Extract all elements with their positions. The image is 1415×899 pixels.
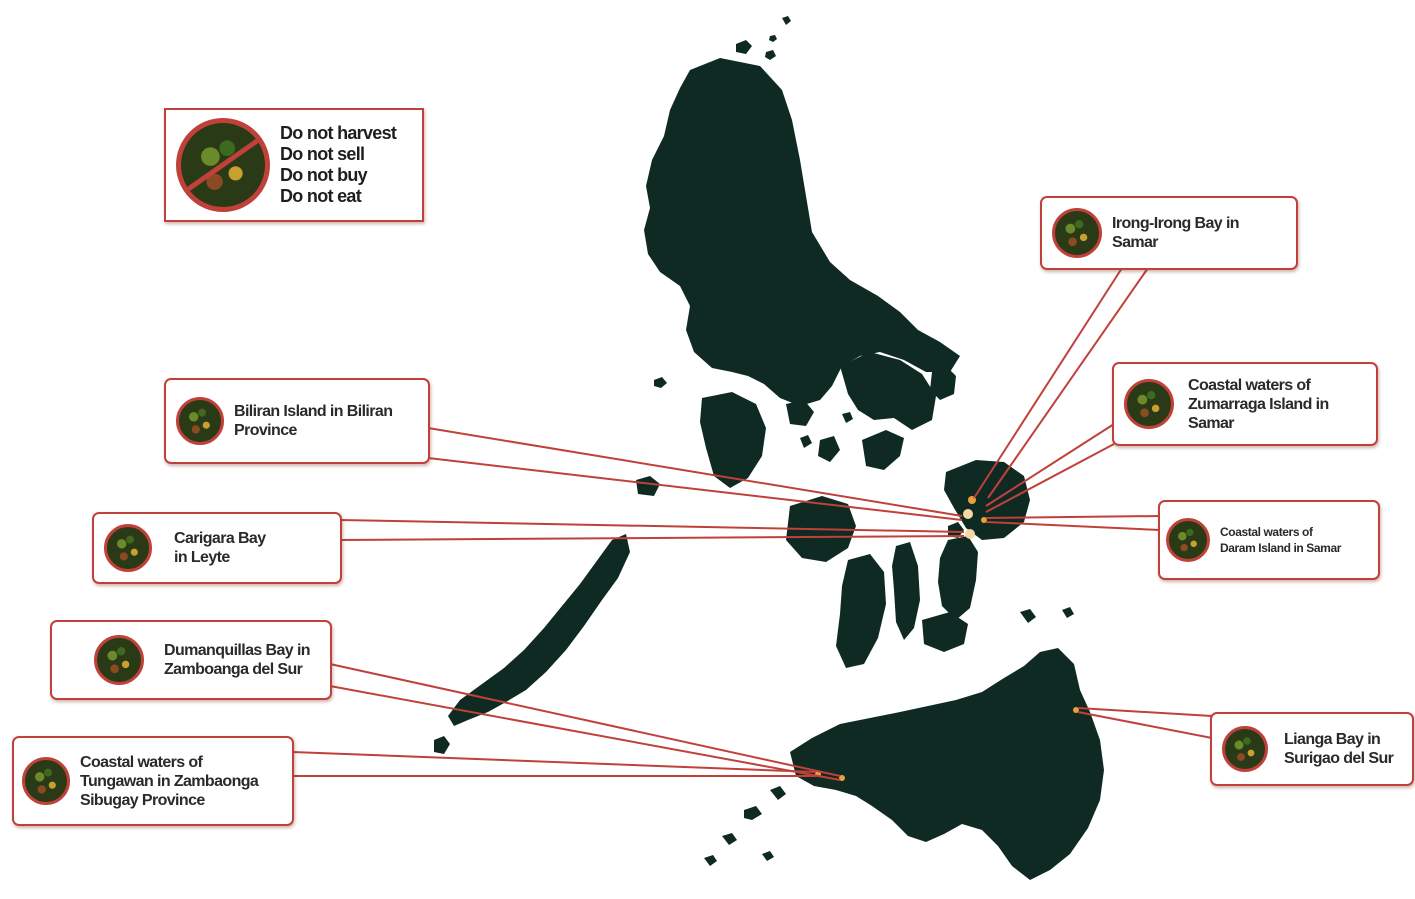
samar-island — [944, 460, 1030, 540]
small-island — [842, 412, 853, 423]
legend-line: Do not buy — [280, 165, 368, 185]
catanduanes-island — [930, 366, 956, 400]
cebu-island — [892, 542, 920, 640]
callout-label: Irong-Irong Bay in Samar — [1112, 215, 1240, 251]
shellfish-badge-icon — [94, 635, 144, 685]
bohol-island — [922, 612, 968, 652]
pointer-line-biliran-a — [427, 427, 963, 517]
small-island — [1020, 609, 1036, 623]
callout-dumanquillas-bay: Dumanquillas Bay in Zamboanga del Sur — [50, 620, 332, 700]
masbate-island — [862, 430, 904, 470]
romblon-island — [818, 436, 840, 462]
callout-zumarraga-island: Coastal waters of Zumarraga Island in Sa… — [1112, 362, 1378, 446]
pointer-line-lianga-a — [1077, 707, 1213, 717]
callout-carigara-bay: Carigara Bay in Leyte — [92, 512, 342, 584]
sulu-island — [722, 833, 737, 845]
legend-line: Do not eat — [280, 186, 362, 206]
babuyan-island — [769, 35, 777, 42]
batanes-island — [782, 16, 791, 25]
callout-lianga-bay: Lianga Bay in Surigao del Sur — [1210, 712, 1414, 786]
negros-island — [836, 554, 886, 668]
pointer-line-irong-a — [973, 267, 1123, 499]
babuyan-island — [736, 40, 752, 54]
callout-label: Lianga Bay in Surigao del Sur — [1284, 731, 1394, 767]
hotspot-dumanquillas — [839, 775, 845, 781]
pointer-line-carigara-b — [339, 535, 965, 541]
hotspot-lianga — [1073, 707, 1079, 713]
pointer-line-zumarraga-a — [985, 423, 1115, 507]
callout-daram-island: Coastal waters of Daram Island in Samar — [1158, 500, 1380, 580]
shellfish-badge-icon — [1124, 379, 1174, 429]
sulu-island — [744, 806, 762, 820]
no-shellfish-icon — [176, 118, 270, 212]
callout-biliran-island: Biliran Island in Biliran Province — [164, 378, 430, 464]
pointer-lines — [291, 267, 1213, 781]
pointer-line-dumanquillas-a — [329, 663, 841, 777]
palawan-island — [448, 534, 630, 726]
pointer-line-tungawan-a — [291, 751, 817, 773]
shellfish-badge-icon — [104, 524, 152, 572]
sulu-island — [704, 855, 717, 866]
marinduque-island — [786, 400, 814, 426]
shellfish-badge-icon — [176, 397, 224, 445]
small-island — [800, 435, 812, 448]
callout-label: Coastal waters of Zumarraga Island in Sa… — [1188, 376, 1329, 432]
sulu-island — [762, 851, 774, 861]
mindoro-island — [700, 392, 766, 488]
shellfish-badge-icon — [1166, 518, 1210, 562]
shellfish-badge-icon — [22, 757, 70, 805]
land-masses — [434, 16, 1104, 880]
pointer-line-carigara-a — [339, 519, 965, 533]
sulu-island — [770, 786, 786, 800]
pointer-line-irong-b — [987, 267, 1149, 499]
callout-label: Dumanquillas Bay in Zamboanga del Sur — [164, 642, 311, 678]
biliran-island — [948, 522, 964, 538]
callout-label: Coastal waters of Tungawan in Zambaonga … — [80, 753, 259, 809]
callout-label: Biliran Island in Biliran Province — [234, 403, 393, 439]
bicol-peninsula — [840, 352, 936, 430]
callout-label: Carigara Bay in Leyte — [174, 530, 266, 566]
shellfish-badge-icon — [1222, 726, 1268, 772]
calamian-island — [636, 476, 660, 496]
pointer-line-biliran-b — [427, 457, 963, 521]
legend-line: Do not harvest — [280, 123, 397, 143]
hotspot-zumarraga — [963, 509, 973, 519]
hotspot-carigara — [965, 529, 975, 539]
small-island — [654, 377, 667, 388]
callout-irong-irong-bay: Irong-Irong Bay in Samar — [1040, 196, 1298, 270]
pointer-line-dumanquillas-b — [329, 685, 841, 781]
pointer-line-daram-a — [985, 515, 1161, 519]
hotspot-daram — [981, 517, 987, 523]
mindanao-island — [790, 648, 1104, 880]
pointer-line-daram-b — [985, 521, 1161, 531]
babuyan-island — [765, 50, 776, 60]
shellfish-badge-icon — [1052, 208, 1102, 258]
leyte-island — [938, 536, 978, 620]
luzon-island — [644, 58, 960, 406]
pointer-line-zumarraga-b — [985, 443, 1115, 513]
legend-text: Do not harvest Do not sell Do not buy Do… — [280, 123, 397, 207]
callout-label: Coastal waters of Daram Island in Samar — [1220, 525, 1341, 555]
palawan-islet — [434, 736, 450, 754]
legend-line: Do not sell — [280, 144, 365, 164]
pointer-line-lianga-b — [1077, 711, 1213, 739]
callout-tungawan: Coastal waters of Tungawan in Zambaonga … — [12, 736, 294, 826]
small-island — [1062, 607, 1074, 618]
legend-box: Do not harvest Do not sell Do not buy Do… — [164, 108, 424, 222]
